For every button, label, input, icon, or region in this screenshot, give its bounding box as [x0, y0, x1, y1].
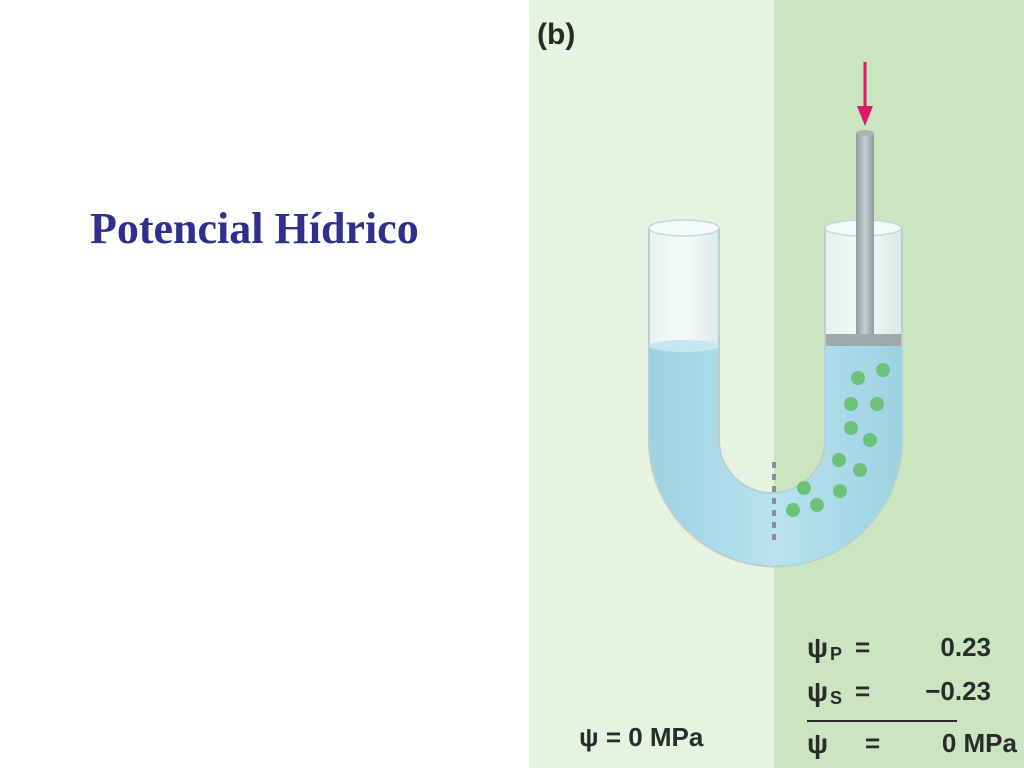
- solute-particle: [786, 503, 800, 517]
- sum-line: [807, 720, 957, 722]
- psi-symbol: ψ: [807, 676, 829, 707]
- solute-particles: [786, 363, 890, 517]
- solute-particle: [797, 481, 811, 495]
- left-tube-rim: [648, 219, 720, 237]
- psi-symbol: ψ: [807, 632, 829, 663]
- left-tube-glass: [649, 228, 719, 346]
- slide-title: Potencial Hídrico: [90, 204, 419, 253]
- solute-particle: [844, 397, 858, 411]
- equals-sign: =: [855, 676, 871, 706]
- solute-potential-row: ψ S = −0.23: [807, 676, 1017, 708]
- equals-sign: =: [865, 728, 881, 758]
- piston-rod: [856, 133, 874, 343]
- solute-particle: [863, 433, 877, 447]
- solute-particle: [810, 498, 824, 512]
- panel-label: (b): [537, 18, 576, 51]
- water-u: [649, 341, 902, 567]
- solute-particle: [833, 484, 847, 498]
- solute-particle: [870, 397, 884, 411]
- pressure-potential-row: ψ P = 0.23: [807, 632, 1017, 664]
- solute-particle: [853, 463, 867, 477]
- left-water-potential: ψ = 0 MPa: [579, 722, 704, 752]
- solute-particle: [876, 363, 890, 377]
- subscript-s: S: [830, 688, 843, 708]
- psi-symbol: ψ: [807, 728, 829, 759]
- pressure-arrow-head: [857, 106, 873, 126]
- total-potential-row: ψ = 0 MPa: [807, 728, 1017, 760]
- solute-particle: [832, 453, 846, 467]
- solute-particle: [851, 371, 865, 385]
- left-water-surface: [649, 340, 719, 352]
- u-tube-figure: (b): [529, 0, 1024, 768]
- piston-plate: [826, 334, 901, 346]
- subscript-p: P: [830, 644, 843, 664]
- u-tube-diagram: [648, 62, 903, 568]
- equals-sign: =: [855, 632, 871, 662]
- solute-value: −0.23: [925, 676, 991, 706]
- pressure-value: 0.23: [940, 632, 991, 662]
- solute-particle: [844, 421, 858, 435]
- total-value: 0 MPa: [941, 728, 1017, 758]
